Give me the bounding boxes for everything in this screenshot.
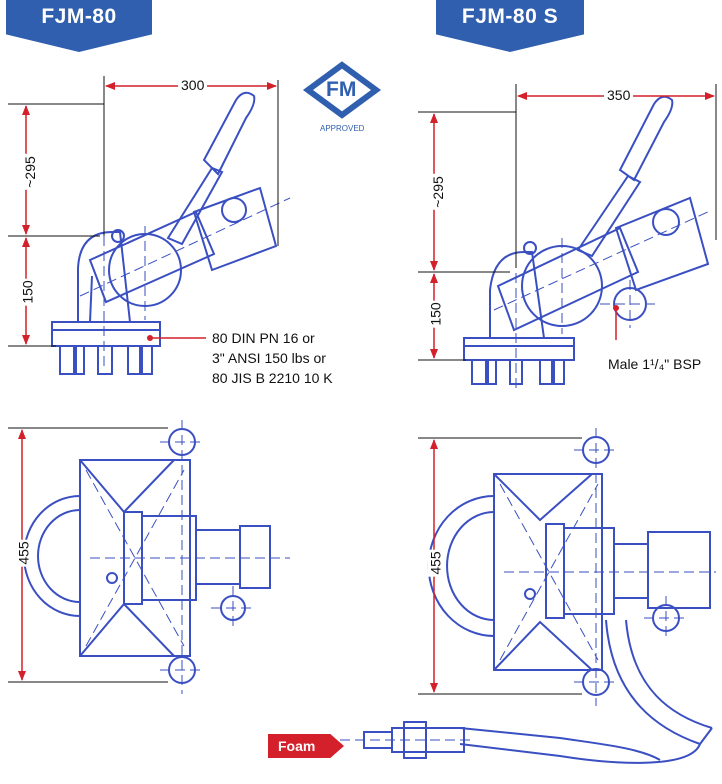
elevation-fjm-80-centerlines <box>79 197 291 370</box>
plan-fjm-80-s <box>363 436 713 764</box>
dim-label-left-upper: ~295 <box>21 154 38 190</box>
dims-fjm-80 <box>8 76 279 347</box>
fm-mark: FM <box>326 78 357 101</box>
flange-note-line-2: 3" ANSI 150 lbs or <box>212 350 326 366</box>
fm-approved-caption: APPROVED <box>320 124 365 133</box>
plan-fjm-80-s-centerlines <box>340 428 716 741</box>
inlet-leader-dot <box>613 305 619 311</box>
dims-fjm-80-s <box>418 84 717 361</box>
dim-label-left-plan: 455 <box>15 539 32 567</box>
plan-fjm-80 <box>23 428 271 684</box>
dim-label-right-upper: ~295 <box>429 174 446 210</box>
elevation-fjm-80-s-centerlines <box>493 209 713 388</box>
dim-label-right-width: 350 <box>604 87 634 103</box>
flange-leader-dot <box>147 335 153 341</box>
elevation-fjm-80 <box>51 91 278 375</box>
plan-fjm-80-centerlines <box>85 420 290 694</box>
dim-label-left-lower: 150 <box>19 278 36 306</box>
dim-label-left-width: 300 <box>178 77 208 93</box>
inlet-note: Male 1¹/₄" BSP <box>608 356 702 372</box>
dim-label-right-lower: 150 <box>427 300 444 328</box>
elevation-fjm-80-s <box>463 95 710 385</box>
flange-note-line-1: 80 DIN PN 16 or <box>212 330 315 346</box>
fm-approved-logo <box>302 61 382 119</box>
dim-label-right-plan: 455 <box>427 549 444 577</box>
flange-note-line-3: 80 JIS B 2210 10 K <box>212 370 333 386</box>
foam-label: Foam <box>268 734 344 758</box>
